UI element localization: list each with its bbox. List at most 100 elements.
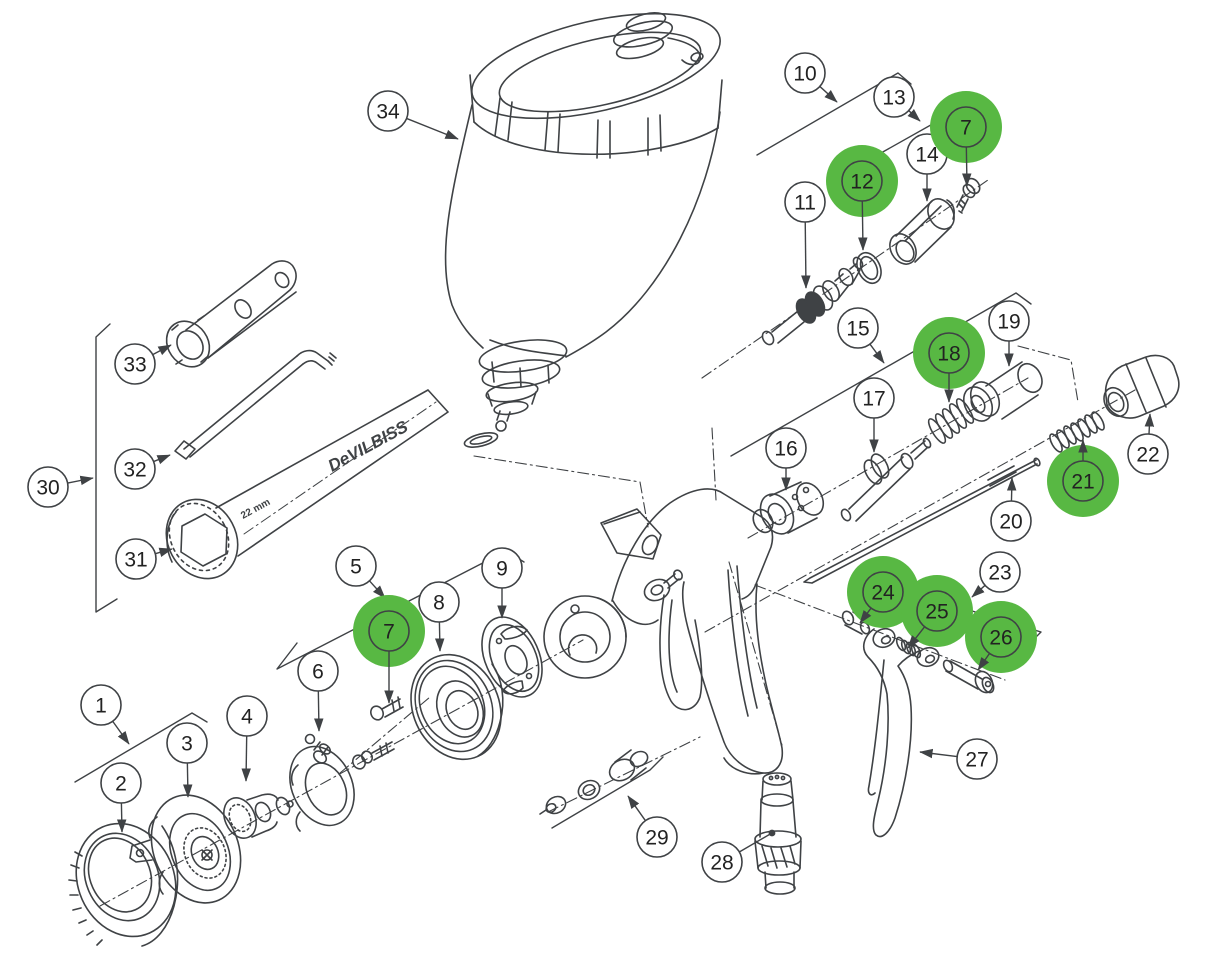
callout-18[interactable]: 18 bbox=[913, 317, 985, 403]
callout-25[interactable]: 25 bbox=[901, 575, 973, 649]
callout-1[interactable]: 1 bbox=[80, 684, 130, 745]
callout-number: 26 bbox=[989, 627, 1012, 650]
callout-22[interactable]: 22 bbox=[1127, 413, 1169, 475]
callout-31[interactable]: 31 bbox=[115, 538, 173, 580]
air-cap bbox=[129, 794, 242, 904]
callout-circle bbox=[784, 181, 826, 223]
callout-circle bbox=[80, 684, 122, 726]
callout-13[interactable]: 13 bbox=[873, 76, 921, 122]
callout-12[interactable]: 12 bbox=[826, 145, 898, 251]
callout-circle bbox=[979, 551, 1021, 593]
callout-29[interactable]: 29 bbox=[627, 795, 678, 858]
callout-11[interactable]: 11 bbox=[784, 181, 826, 289]
air-inlet-connector bbox=[754, 772, 802, 895]
callout-number: 20 bbox=[999, 511, 1022, 534]
needle-spring bbox=[1049, 411, 1105, 453]
callout-circle bbox=[765, 427, 807, 469]
callout-number: 29 bbox=[645, 827, 668, 850]
leader-line bbox=[112, 720, 130, 745]
callout-circle bbox=[297, 650, 339, 692]
handle bbox=[681, 581, 784, 774]
leader-line bbox=[819, 85, 838, 103]
callout-circle bbox=[367, 90, 409, 132]
callout-8[interactable]: 8 bbox=[418, 581, 460, 652]
callout-circle bbox=[916, 590, 958, 632]
callout-number: 32 bbox=[123, 459, 146, 482]
front-grip bbox=[659, 594, 703, 711]
bracket-group-30 bbox=[95, 323, 118, 613]
valve-housing bbox=[889, 198, 955, 265]
leader-line bbox=[869, 343, 885, 364]
callout-number: 3 bbox=[181, 733, 193, 756]
retaining-ring bbox=[68, 822, 179, 947]
callout-number: 34 bbox=[376, 101, 400, 124]
callout-10[interactable]: 10 bbox=[784, 52, 838, 103]
callout-circle bbox=[928, 332, 970, 374]
leader-line bbox=[627, 795, 647, 822]
callout-30[interactable]: 30 bbox=[27, 466, 94, 508]
leader-line bbox=[971, 584, 986, 598]
gun-body bbox=[543, 488, 784, 775]
callout-28[interactable]: 28 bbox=[701, 829, 776, 883]
callout-number: 23 bbox=[988, 562, 1011, 585]
socket-tool bbox=[165, 260, 297, 368]
callout-number: 17 bbox=[862, 388, 885, 411]
trigger-boss bbox=[643, 578, 671, 602]
leader-line bbox=[152, 344, 172, 356]
baffle-screws bbox=[352, 696, 404, 770]
callout-16[interactable]: 16 bbox=[765, 427, 807, 491]
callout-27[interactable]: 27 bbox=[919, 738, 998, 780]
callout-34[interactable]: 34 bbox=[367, 90, 459, 140]
callout-19[interactable]: 19 bbox=[988, 300, 1030, 367]
callout-24[interactable]: 24 bbox=[847, 556, 919, 628]
center-axes bbox=[99, 179, 1136, 907]
separator-plate bbox=[481, 616, 543, 698]
leader-line bbox=[434, 621, 445, 652]
wrench-hex-opening bbox=[180, 513, 228, 567]
callout-23[interactable]: 23 bbox=[971, 551, 1021, 598]
callout-number: 15 bbox=[846, 318, 869, 341]
leader-line bbox=[977, 653, 991, 671]
callout-15[interactable]: 15 bbox=[837, 307, 885, 364]
paint-cup bbox=[444, 12, 723, 448]
fluid-inlet-fitting bbox=[759, 481, 825, 535]
callout-number: 14 bbox=[915, 144, 939, 167]
callout-7-baffle-screw[interactable]: 7 bbox=[353, 595, 425, 704]
callout-26[interactable]: 26 bbox=[965, 601, 1037, 673]
callout-circle bbox=[226, 695, 268, 737]
axis-trigger bbox=[754, 584, 1006, 681]
trigger-stud-screw bbox=[942, 659, 995, 694]
callout-number: 4 bbox=[241, 706, 253, 729]
callout-layer: 1234567891011121314715161718192021222324… bbox=[27, 52, 1169, 883]
bracket-group-10 bbox=[756, 72, 912, 156]
callout-number: 1 bbox=[95, 695, 107, 718]
trigger bbox=[862, 627, 940, 838]
callout-circle bbox=[988, 300, 1030, 342]
knurled-ring bbox=[754, 830, 802, 848]
packing-stem bbox=[840, 437, 932, 522]
callout-6[interactable]: 6 bbox=[297, 650, 339, 732]
callout-4[interactable]: 4 bbox=[226, 695, 268, 782]
outline-needle-box bbox=[1017, 345, 1079, 403]
axis-air-inlet bbox=[728, 561, 783, 746]
callout-circle bbox=[481, 547, 523, 589]
callout-circle bbox=[335, 545, 377, 587]
callout-32[interactable]: 32 bbox=[114, 448, 171, 490]
callout-21[interactable]: 21 bbox=[1047, 439, 1119, 517]
callout-5[interactable]: 5 bbox=[335, 545, 386, 599]
callout-circle bbox=[862, 571, 904, 613]
callout-number: 19 bbox=[997, 311, 1020, 334]
callout-number: 25 bbox=[925, 601, 948, 624]
callout-7-valve-screw[interactable]: 7 bbox=[930, 91, 1002, 187]
callout-2[interactable]: 2 bbox=[100, 762, 142, 833]
callout-9[interactable]: 9 bbox=[481, 547, 523, 619]
callout-number: 18 bbox=[937, 343, 960, 366]
callout-17[interactable]: 17 bbox=[853, 377, 895, 453]
callout-3[interactable]: 3 bbox=[166, 722, 208, 798]
callout-20[interactable]: 20 bbox=[990, 477, 1032, 542]
cup-body-right bbox=[565, 111, 721, 358]
callout-circle bbox=[100, 762, 142, 804]
callout-number: 22 bbox=[1136, 444, 1159, 467]
callout-circle bbox=[114, 343, 156, 385]
callout-33[interactable]: 33 bbox=[114, 343, 172, 385]
